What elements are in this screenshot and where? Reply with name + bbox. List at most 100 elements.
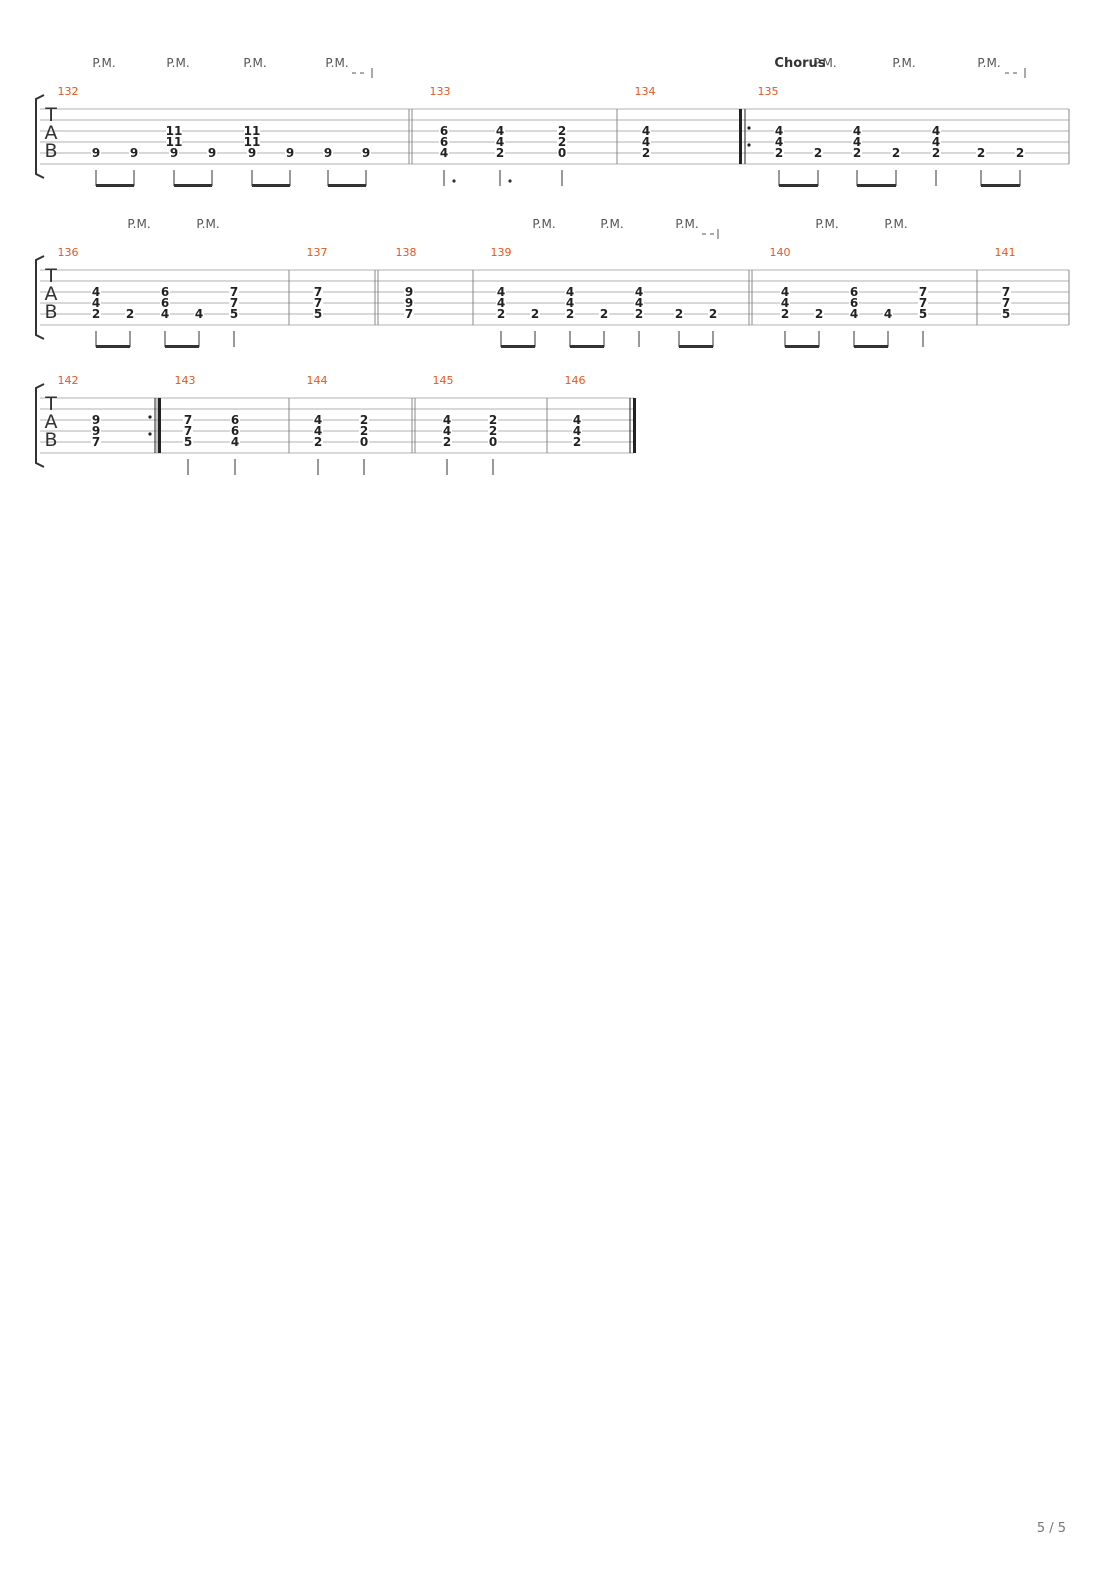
fret-number: 0 [489,435,497,449]
fret-number: 7 [92,435,100,449]
measure-number: 140 [770,246,791,259]
fret-knockout [160,287,170,297]
note-beam [570,345,604,348]
fret-number: 4 [635,285,643,299]
fret-number: 0 [558,146,566,160]
fret-number: 4 [853,135,861,149]
note-beam [854,345,888,348]
note-beam [328,184,366,187]
fret-number: 9 [324,146,332,160]
fret-number: 2 [892,146,900,160]
system-bracket [35,383,45,468]
fret-knockout [91,148,101,158]
fret-number: 9 [405,285,413,299]
fret-number: 4 [496,135,504,149]
fret-knockout [849,287,859,297]
fret-knockout [572,426,582,436]
measure-number: 144 [307,374,328,387]
fret-number: 2 [531,307,539,321]
palm-mute-label: P.M. [815,217,838,231]
fret-number: 4 [496,124,504,138]
fret-knockout [488,415,498,425]
fret-knockout [852,148,862,158]
fret-number: 9 [208,146,216,160]
fret-number: 4 [635,296,643,310]
fret-knockout [230,437,240,447]
fret-number: 2 [314,435,322,449]
fret-number: 4 [195,307,203,321]
fret-knockout [495,126,505,136]
palm-mute-label: P.M. [813,56,836,70]
fret-knockout [1001,309,1011,319]
palm-mute-label: P.M. [675,217,698,231]
fret-knockout [780,298,790,308]
fret-knockout [565,298,575,308]
fret-number: 7 [919,285,927,299]
note-beam [779,184,818,187]
fret-knockout [849,309,859,319]
fret-knockout [976,148,986,158]
fret-number: 2 [573,435,581,449]
note-beam [785,345,819,348]
fret-knockout [359,426,369,436]
fret-number: 7 [405,307,413,321]
note-beam [679,345,713,348]
fret-knockout [496,287,506,297]
fret-knockout [442,426,452,436]
fret-number: 2 [781,307,789,321]
system-bracket [35,94,45,179]
fret-number: 2 [496,146,504,160]
fret-knockout [404,309,414,319]
fret-number: 2 [642,146,650,160]
fret-number: 4 [853,124,861,138]
page-indicator: 5 / 5 [1037,1521,1066,1536]
measure-number: 145 [433,374,454,387]
palm-mute-label: P.M. [884,217,907,231]
note-beam [252,184,290,187]
fret-knockout [931,148,941,158]
measure-number: 134 [635,85,656,98]
fret-number: 4 [443,424,451,438]
measure-number: 143 [175,374,196,387]
fret-number: 6 [850,285,858,299]
palm-mute-label: P.M. [977,56,1000,70]
fret-knockout [183,415,193,425]
fret-knockout [774,148,784,158]
fret-number: 11 [166,124,183,138]
measure-number: 135 [758,85,779,98]
fret-number: 5 [1002,307,1010,321]
tab-letter-t: T [44,265,57,287]
fret-knockout [404,287,414,297]
fret-number: 9 [362,146,370,160]
fret-knockout [229,298,239,308]
fret-number: 4 [497,296,505,310]
fret-knockout [918,298,928,308]
measure-number: 141 [995,246,1016,259]
fret-number: 7 [1002,285,1010,299]
fret-knockout [780,309,790,319]
fret-knockout [641,126,651,136]
measure-number: 139 [491,246,512,259]
fret-number: 7 [314,285,322,299]
fret-knockout [931,126,941,136]
fret-knockout [634,287,644,297]
repeat-dot [747,126,751,130]
fret-knockout [313,426,323,436]
fret-number: 2 [1016,146,1024,160]
fret-knockout [91,298,101,308]
fret-number: 2 [360,424,368,438]
fret-knockout [488,426,498,436]
repeat-dot [148,432,152,436]
fret-knockout [125,309,135,319]
fret-knockout [229,287,239,297]
fret-number: 2 [558,124,566,138]
fret-knockout [931,137,941,147]
note-beam [165,345,199,348]
fret-number: 4 [566,296,574,310]
fret-number: 9 [286,146,294,160]
fret-knockout [129,148,139,158]
fret-knockout [496,309,506,319]
fret-number: 9 [92,146,100,160]
measure-number: 146 [565,374,586,387]
fret-knockout [229,309,239,319]
